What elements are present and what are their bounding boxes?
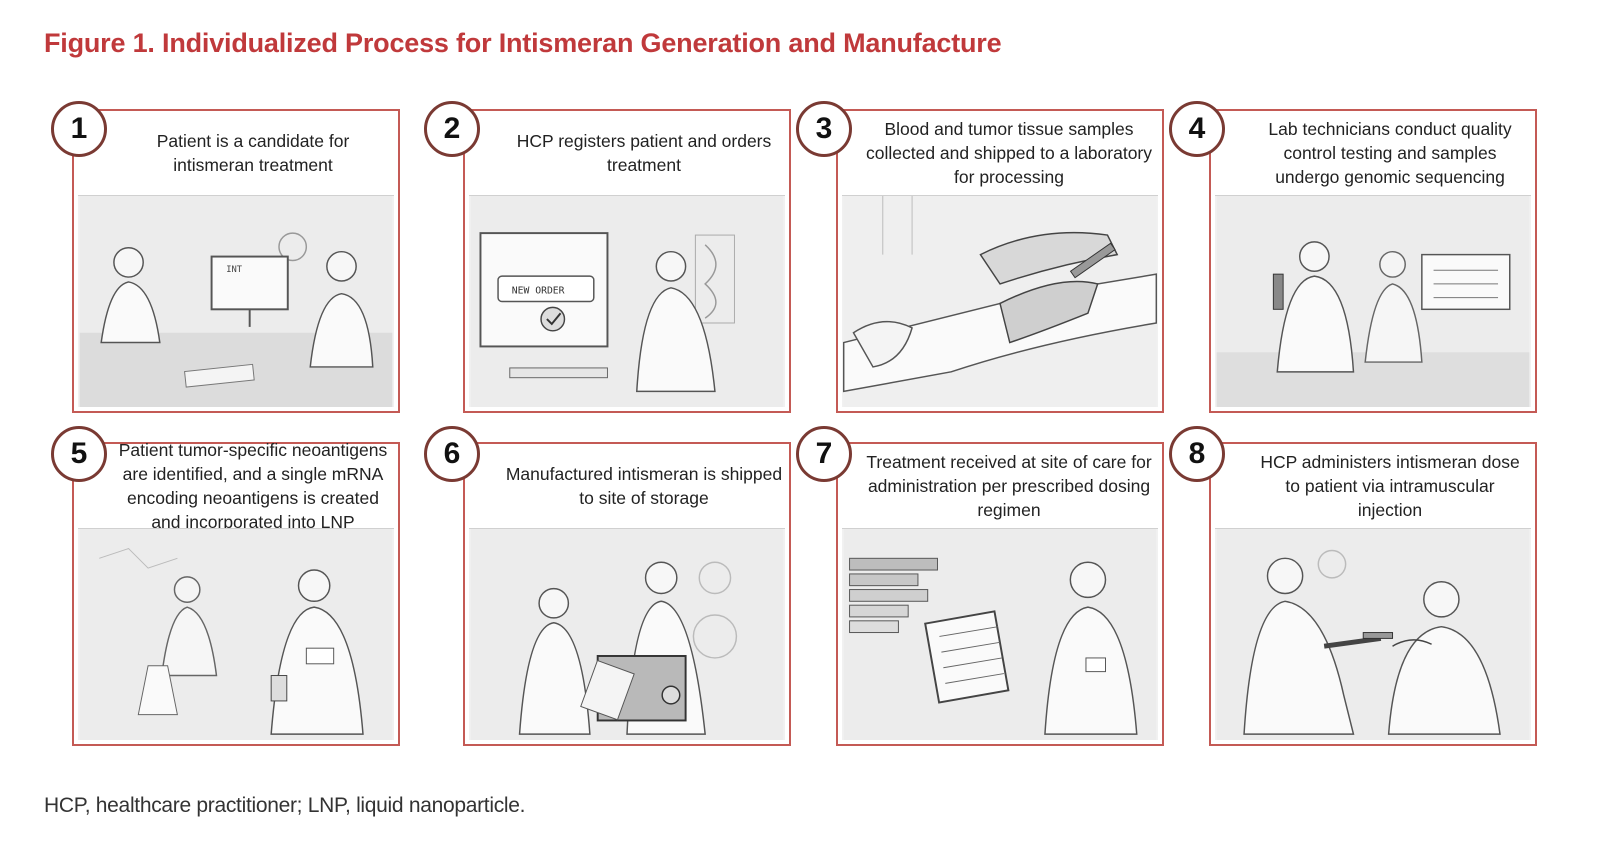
step-illustration: INT (78, 195, 394, 407)
step-panel-6: Manufactured intismeran is shipped to si… (463, 442, 791, 746)
step-panel-1: Patient is a candidate for intismeran tr… (72, 109, 400, 413)
step-panel-3: Blood and tumor tissue samples collected… (836, 109, 1164, 413)
step-panel-8: HCP administers intismeran dose to patie… (1209, 442, 1537, 746)
step-panel-5: Patient tumor-specific neoantigens are i… (72, 440, 400, 746)
step-number-badge-6: 6 (424, 426, 480, 482)
step-panel-2: HCP registers patient and orders treatme… (463, 109, 791, 413)
step-illustration (1215, 528, 1531, 740)
step-number-badge-7: 7 (796, 426, 852, 482)
footnote: HCP, healthcare practitioner; LNP, liqui… (44, 794, 526, 817)
step-caption: Treatment received at site of care for a… (866, 452, 1152, 520)
consultation-illustration: INT (79, 196, 393, 407)
step-number-badge-3: 3 (796, 101, 852, 157)
step-caption: Patient tumor-specific neoantigens are i… (118, 440, 388, 532)
figure-title: Figure 1. Individualized Process for Int… (44, 28, 1002, 58)
step-illustration (842, 195, 1158, 407)
ordering-illustration: NEW ORDER (470, 196, 784, 407)
step-caption: Lab technicians conduct quality control … (1268, 119, 1512, 187)
new-order-label: NEW ORDER (512, 286, 565, 297)
step-caption: HCP administers intismeran dose to patie… (1260, 452, 1520, 520)
lab-testing-illustration (1216, 196, 1530, 407)
step-illustration (1215, 195, 1531, 407)
step-number-badge-5: 5 (51, 426, 107, 482)
step-illustration (78, 528, 394, 740)
step-number-badge-4: 4 (1169, 101, 1225, 157)
step-illustration (469, 528, 785, 740)
mrna-design-illustration (79, 529, 393, 740)
step-caption: Patient is a candidate for intismeran tr… (156, 131, 350, 175)
step-number-badge-8: 8 (1169, 426, 1225, 482)
step-panel-4: Lab technicians conduct quality control … (1209, 109, 1537, 413)
step-number-badge-2: 2 (424, 101, 480, 157)
step-number-badge-1: 1 (51, 101, 107, 157)
step-illustration: NEW ORDER (469, 195, 785, 407)
sample-collection-illustration (842, 196, 1158, 407)
step-panel-7: Treatment received at site of care for a… (836, 442, 1164, 746)
receiving-treatment-illustration (843, 529, 1157, 740)
shipping-illustration (470, 529, 784, 740)
injection-illustration (1216, 529, 1530, 740)
svg-text:INT: INT (226, 265, 243, 275)
step-illustration (842, 528, 1158, 740)
step-caption: Manufactured intismeran is shipped to si… (505, 464, 783, 508)
step-caption: Blood and tumor tissue samples collected… (865, 119, 1153, 187)
step-caption: HCP registers patient and orders treatme… (516, 131, 772, 175)
